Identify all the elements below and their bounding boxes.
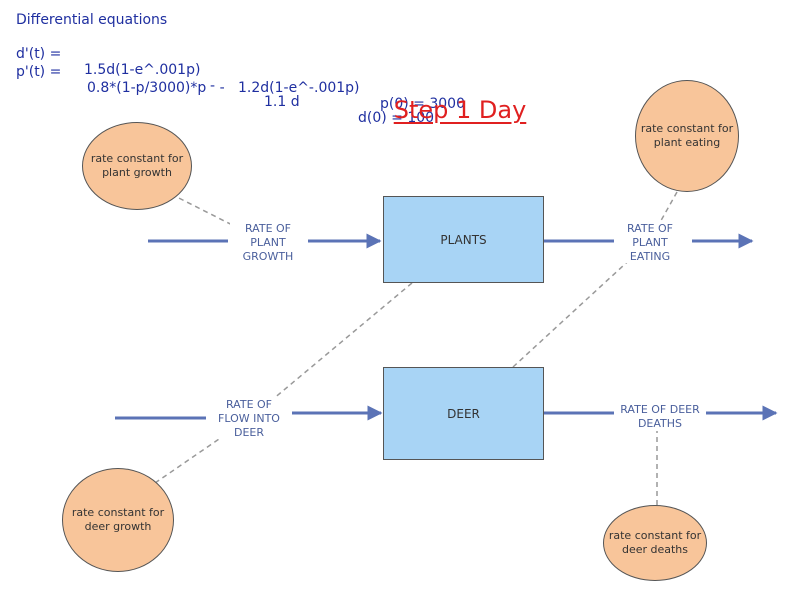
deer-equation-lhs: d'(t) = <box>16 46 62 62</box>
deer-equation-minus: - <box>210 78 216 94</box>
flow-label-plant-growth[interactable]: RATE OF PLANT GROWTH <box>230 222 306 264</box>
connector-plants-to-deer-flow <box>253 282 413 416</box>
deer-initial-condition: d(0) = 100 <box>358 110 435 126</box>
plants-equation: p'(t) = 0.8*(1-p/3000)*p - 1.2d(1-e^-.00… <box>16 48 516 112</box>
flow-label-plant-eating[interactable]: RATE OF PLANT EATING <box>614 222 686 264</box>
equations-heading: Differential equations <box>16 12 168 28</box>
flow-label-plant-growth-text: RATE OF PLANT GROWTH <box>242 222 294 263</box>
stock-plants[interactable]: PLANTS <box>383 196 544 283</box>
flow-label-deer-deaths-text: RATE OF DEER DEATHS <box>620 403 700 430</box>
plants-equation-lhs: p'(t) = <box>16 64 62 80</box>
deer-equation: d'(t) = 1.5d(1-e^.001p) - 1.1 d d(0) = 1… <box>16 30 516 126</box>
stock-deer[interactable]: DEER <box>383 367 544 460</box>
converter-plant-eating-rate[interactable]: rate constant for plant eating <box>635 80 739 192</box>
converter-deer-growth-rate[interactable]: rate constant for deer growth <box>62 468 174 572</box>
converter-plant-growth-rate[interactable]: rate constant for plant growth <box>82 122 192 210</box>
plants-equation-rhs: 0.8*(1-p/3000)*p - 1.2d(1-e^-.001p) <box>87 80 360 96</box>
deer-equation-term1: 1.5d(1-e^.001p) <box>84 62 201 78</box>
converter-deer-deaths-rate[interactable]: rate constant for deer deaths <box>603 505 707 581</box>
diagram-title: Step 1 Day <box>393 96 527 124</box>
flow-label-into-deer-text: RATE OF FLOW INTO DEER <box>218 398 280 439</box>
flow-label-deer-deaths[interactable]: RATE OF DEER DEATHS <box>614 403 706 431</box>
plants-initial-condition: p(0) = 3000 <box>380 96 465 112</box>
deer-equation-term2: 1.1 d <box>264 94 300 110</box>
flow-label-plant-eating-text: RATE OF PLANT EATING <box>626 222 674 263</box>
flow-label-into-deer[interactable]: RATE OF FLOW INTO DEER <box>206 398 292 440</box>
